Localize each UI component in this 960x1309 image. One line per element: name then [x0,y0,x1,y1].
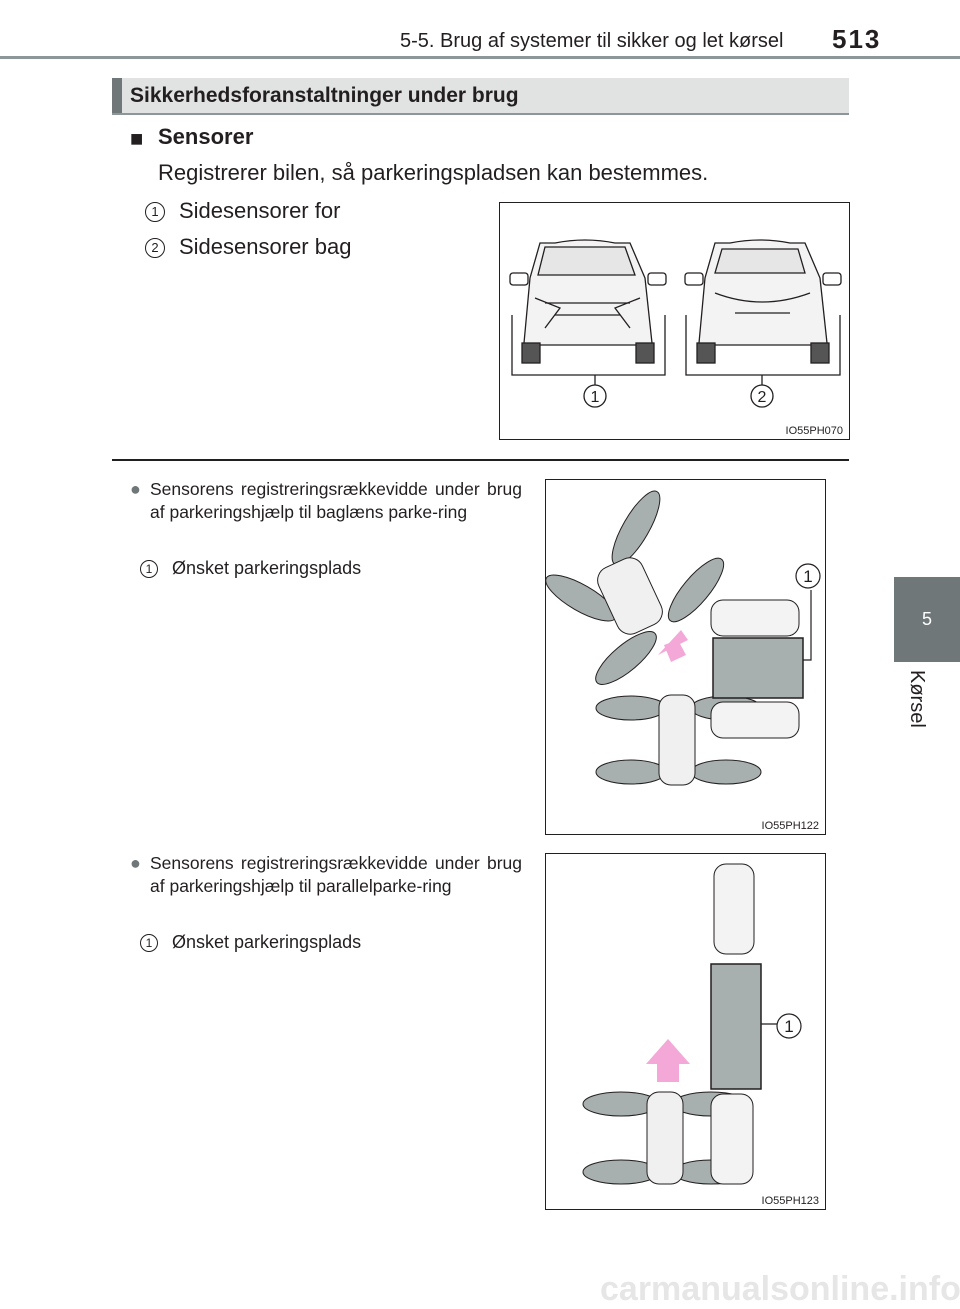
running-header: 5-5. Brug af systemer til sikker og let … [400,30,784,52]
reverse-parking-illustration: 1 [545,490,821,786]
bullet-parallel-parking: ● Sensorens registreringsrækkevidde unde… [130,852,522,898]
bullet-dot-icon: ● [130,853,141,873]
square-bullet-icon: ■ [130,126,144,151]
parallel-parking-figure: 1 IO55PH123 [545,853,826,1210]
callout-1: 1 [803,567,812,586]
callout-number: 1 [140,560,158,578]
chapter-tab[interactable]: 5 [894,577,960,662]
section-bar-accent [112,78,122,113]
callout-2: 2 [758,389,767,406]
section-divider [112,459,849,461]
sensors-description: Registrerer bilen, så parkeringspladsen … [158,160,709,185]
bullet-text: Sensorens registreringsrækkevidde under … [150,853,522,896]
callout-number: 1 [145,202,165,222]
sensor-item-rear: 2 Sidesensorer bag [145,234,351,260]
section-title: Sikkerhedsforanstaltninger under brug [130,84,519,107]
watermark: carmanualsonline.info [600,1270,960,1308]
figure-code: IO55PH123 [761,1195,819,1207]
sensors-heading: Sensorer [158,124,254,149]
sensor-item-label: Sidesensorer bag [179,234,352,259]
section-title-bar: Sikkerhedsforanstaltninger under brug [112,78,849,113]
chapter-label: Kørsel [906,670,928,728]
item-label: Ønsket parkeringsplads [172,932,362,952]
section-rule [112,113,849,115]
sensor-item-front: 1 Sidesensorer for [145,198,340,224]
sensor-item-label: Sidesensorer for [179,198,341,223]
figure-code: IO55PH070 [785,425,843,437]
figure-code: IO55PH122 [761,820,819,832]
page-number: 513 [832,24,882,54]
callout-1: 1 [591,389,600,406]
car-front-rear-illustration: 1 2 [509,239,842,408]
parallel-parking-illustration: 1 [582,863,802,1185]
header-rule [0,56,960,59]
callout-1: 1 [784,1017,793,1036]
bullet-dot-icon: ● [130,479,141,499]
callout-number: 2 [145,238,165,258]
item-label: Ønsket parkeringsplads [172,558,362,578]
bullet-2-item: 1 Ønsket parkeringsplads [140,932,361,953]
bullet-reverse-parking: ● Sensorens registreringsrækkevidde unde… [130,478,522,524]
callout-number: 1 [140,934,158,952]
bullet-text: Sensorens registreringsrækkevidde under … [150,479,522,522]
reverse-parking-figure: 1 IO55PH122 [545,479,826,835]
bullet-1-item: 1 Ønsket parkeringsplads [140,558,361,579]
sensor-location-figure: 1 2 IO55PH070 [499,202,850,440]
